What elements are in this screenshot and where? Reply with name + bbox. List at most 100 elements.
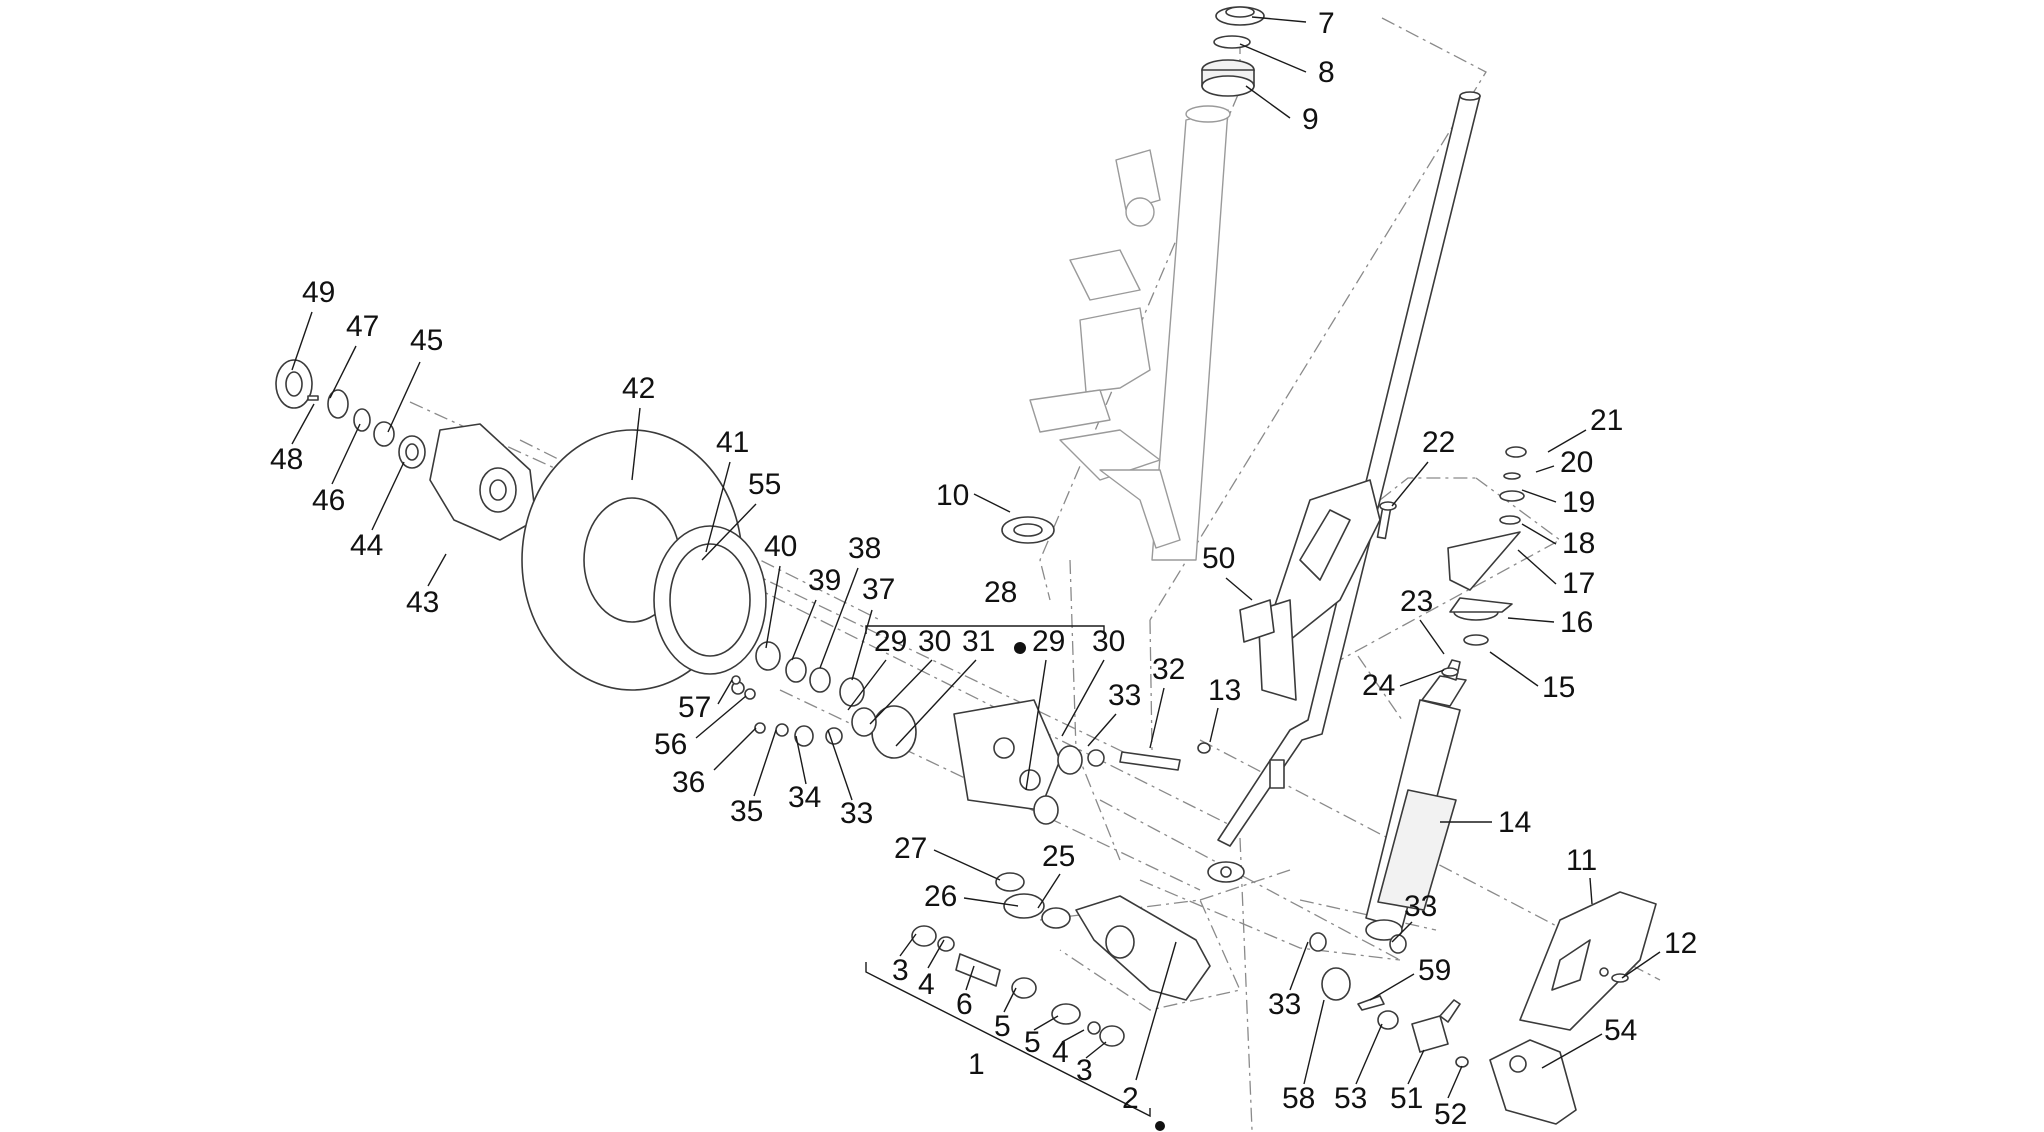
leader-line-c36 [713, 727, 757, 771]
leader-line-c53 [1355, 1023, 1383, 1085]
callout-c51: 51 [1390, 1082, 1423, 1115]
leader-line-c26 [963, 897, 1019, 907]
callout-c6: 6 [956, 988, 973, 1021]
callout-c21: 21 [1590, 404, 1623, 437]
callout-c22: 22 [1422, 426, 1455, 459]
leader-line-c27 [933, 849, 1001, 881]
callout-c28: 28 [984, 576, 1017, 609]
leader-line-c29a [847, 659, 887, 711]
tone-wheel-55 [653, 525, 767, 675]
leader-line-c3a [899, 933, 917, 957]
leader-line-c29b [1025, 659, 1047, 791]
leader-line-c54 [1541, 1033, 1603, 1069]
leader-line-c37 [851, 609, 873, 681]
leader-line-c15 [1489, 651, 1539, 687]
leader-line-c35 [753, 729, 777, 797]
suspension-cover-11 [1519, 891, 1657, 1031]
callout-c2: 2 [1122, 1082, 1139, 1115]
wheel-hub-group [275, 359, 537, 541]
leader-line-c16 [1507, 617, 1555, 623]
screw-22 [1376, 501, 1397, 540]
leader-line-c51 [1407, 1049, 1425, 1085]
callout-c30a: 30 [918, 625, 951, 658]
leader-line-c43 [427, 553, 447, 587]
leader-line-c33d [1391, 921, 1413, 943]
leader-line-c25 [1037, 873, 1061, 909]
leader-line-c32 [1149, 687, 1165, 749]
callout-c48: 48 [270, 443, 303, 476]
leader-line-c31 [895, 659, 977, 747]
brake-caliper-28 [851, 699, 1211, 825]
leader-line-c20 [1535, 465, 1555, 473]
leader-line-c22 [1391, 461, 1429, 507]
callout-c41: 41 [716, 426, 749, 459]
callout-c13: 13 [1208, 674, 1241, 707]
callout-c29b: 29 [1032, 625, 1065, 658]
callout-c39: 39 [808, 564, 841, 597]
leader-line-c13 [1209, 707, 1219, 743]
callout-c5b: 5 [1024, 1026, 1041, 1059]
steering-column [1207, 91, 1481, 883]
callout-c33c: 33 [1268, 988, 1301, 1021]
callout-c19: 19 [1562, 486, 1595, 519]
leader-line-c2 [1135, 941, 1177, 1081]
callout-c53: 53 [1334, 1082, 1367, 1115]
callout-c33a: 33 [1108, 679, 1141, 712]
callout-c49: 49 [302, 276, 335, 309]
leader-line-c12 [1621, 951, 1661, 979]
callout-c3a: 3 [892, 954, 909, 987]
frame-head-tube [1001, 105, 1231, 561]
steering-bearing-stack [1201, 6, 1265, 97]
leader-line-c33b [827, 729, 853, 801]
callout-c11: 11 [1566, 844, 1597, 877]
callout-c4b: 4 [1052, 1036, 1069, 1069]
leader-line-c59 [1369, 973, 1415, 1001]
leader-line-c39 [791, 599, 817, 661]
callout-c25: 25 [1042, 840, 1075, 873]
leader-line-c3b [1085, 1041, 1107, 1059]
callout-c33d: 33 [1404, 890, 1437, 923]
callout-c34: 34 [788, 781, 821, 814]
callout-c9: 9 [1302, 103, 1319, 136]
callout-c20: 20 [1560, 446, 1593, 479]
callout-c4a: 4 [918, 968, 935, 1001]
leader-line-c41 [705, 461, 731, 553]
leader-line-c5a [1003, 987, 1017, 1013]
leader-line-c4b [1061, 1029, 1085, 1043]
leader-line-c33c [1289, 941, 1309, 991]
leader-line-c33a [1087, 713, 1117, 747]
callout-c15: 15 [1542, 671, 1575, 704]
leader-line-c10 [973, 493, 1011, 513]
callout-c5a: 5 [994, 1010, 1011, 1043]
callout-c17: 17 [1562, 567, 1595, 600]
callout-c8: 8 [1318, 56, 1335, 89]
callout-c40: 40 [764, 530, 797, 563]
callout-c36: 36 [672, 766, 705, 799]
leader-line-c44 [371, 461, 405, 531]
callout-c18: 18 [1562, 527, 1595, 560]
cover-54 [1489, 1039, 1577, 1125]
leader-line-c18 [1521, 523, 1557, 545]
callout-c52: 52 [1434, 1098, 1467, 1131]
leader-line-c46 [331, 423, 361, 485]
leader-line-c17 [1517, 549, 1557, 585]
leader-line-c4a [927, 939, 945, 969]
leader-line-c21 [1547, 429, 1587, 453]
leader-line-c8 [1239, 43, 1307, 73]
leader-line-c58 [1303, 999, 1325, 1085]
leader-line-c6 [965, 965, 975, 991]
callout-c33b: 33 [840, 797, 873, 830]
spacers-37-40 [731, 641, 865, 707]
callout-c14: 14 [1498, 806, 1531, 839]
callout-c59: 59 [1418, 954, 1451, 987]
callout-c30b: 30 [1092, 625, 1125, 658]
callout-c57: 57 [678, 691, 711, 724]
leader-line-c56 [695, 695, 747, 739]
callout-c7: 7 [1318, 7, 1335, 40]
callout-c1: 1 [968, 1048, 985, 1081]
leader-line-c49 [291, 311, 313, 371]
callout-c27: 27 [894, 832, 927, 865]
leader-line-c23 [1419, 619, 1445, 655]
callout-c56: 56 [654, 728, 687, 761]
